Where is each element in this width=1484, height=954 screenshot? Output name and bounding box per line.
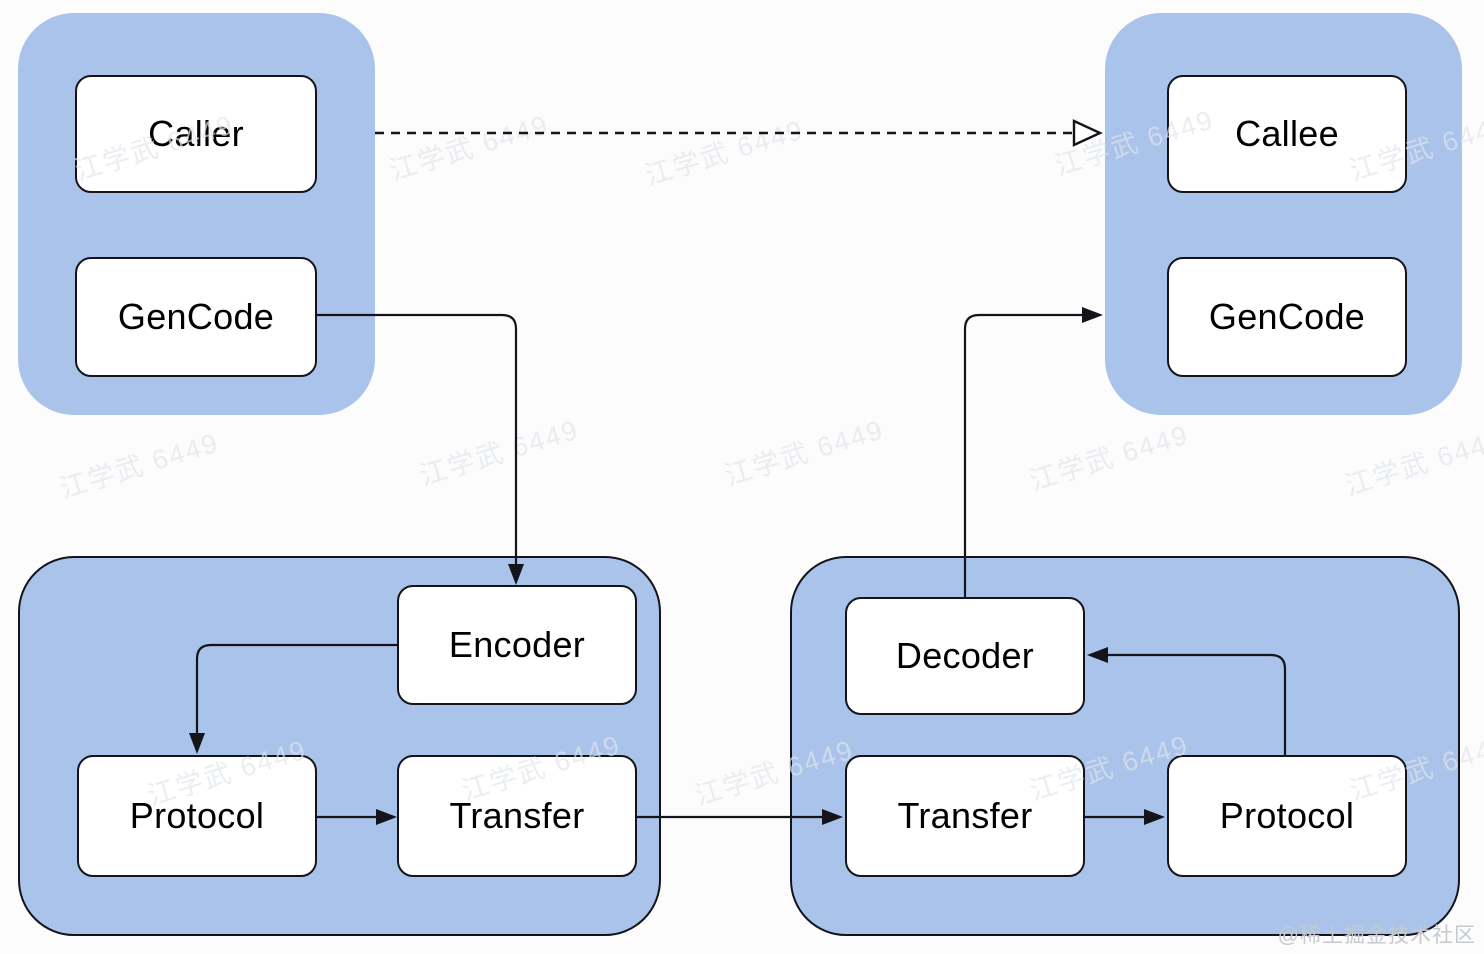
node-callee-label: Callee [1235,113,1339,154]
callee-group: Callee GenCode [1105,13,1462,415]
arrowhead-gencode-callee [1082,307,1103,323]
diagonal-watermark: 江学武 6449 [416,414,583,492]
diagonal-watermark: 江学武 6449 [386,109,553,187]
node-protocol-server-label: Protocol [1219,795,1355,836]
caller-group: Caller GenCode [18,13,375,415]
node-protocol-server: Protocol [1167,755,1407,877]
diagonal-watermark: 江学武 6449 [641,114,808,192]
node-transfer-client-label: Transfer [449,795,585,836]
node-gencode-callee-label: GenCode [1208,296,1366,337]
node-protocol-client-label: Protocol [129,795,265,836]
community-watermark: @稀土掘金技术社区 [1277,924,1476,947]
node-transfer-server-label: Transfer [897,795,1033,836]
node-gencode-callee: GenCode [1167,257,1407,377]
node-transfer-server: Transfer [845,755,1085,877]
node-decoder: Decoder [845,597,1085,715]
client-stub-group: Encoder Protocol Transfer [18,556,661,936]
node-gencode-caller-label: GenCode [117,296,275,337]
node-encoder-label: Encoder [448,624,586,665]
node-caller: Caller [75,75,317,193]
diagonal-watermark: 江学武 6449 [1341,424,1484,502]
diagonal-watermark: 江学武 6449 [1026,419,1193,497]
node-caller-label: Caller [148,113,244,154]
node-gencode-caller: GenCode [75,257,317,377]
node-decoder-label: Decoder [895,635,1035,676]
node-transfer-client: Transfer [397,755,637,877]
diagonal-watermark: 江学武 6449 [56,427,223,505]
node-encoder: Encoder [397,585,637,705]
arrowhead-open-callee [1072,119,1103,147]
node-callee: Callee [1167,75,1407,193]
diagonal-watermark: 江学武 6449 [721,414,888,492]
node-protocol-client: Protocol [77,755,317,877]
server-stub-group: Decoder Transfer Protocol [790,556,1460,936]
